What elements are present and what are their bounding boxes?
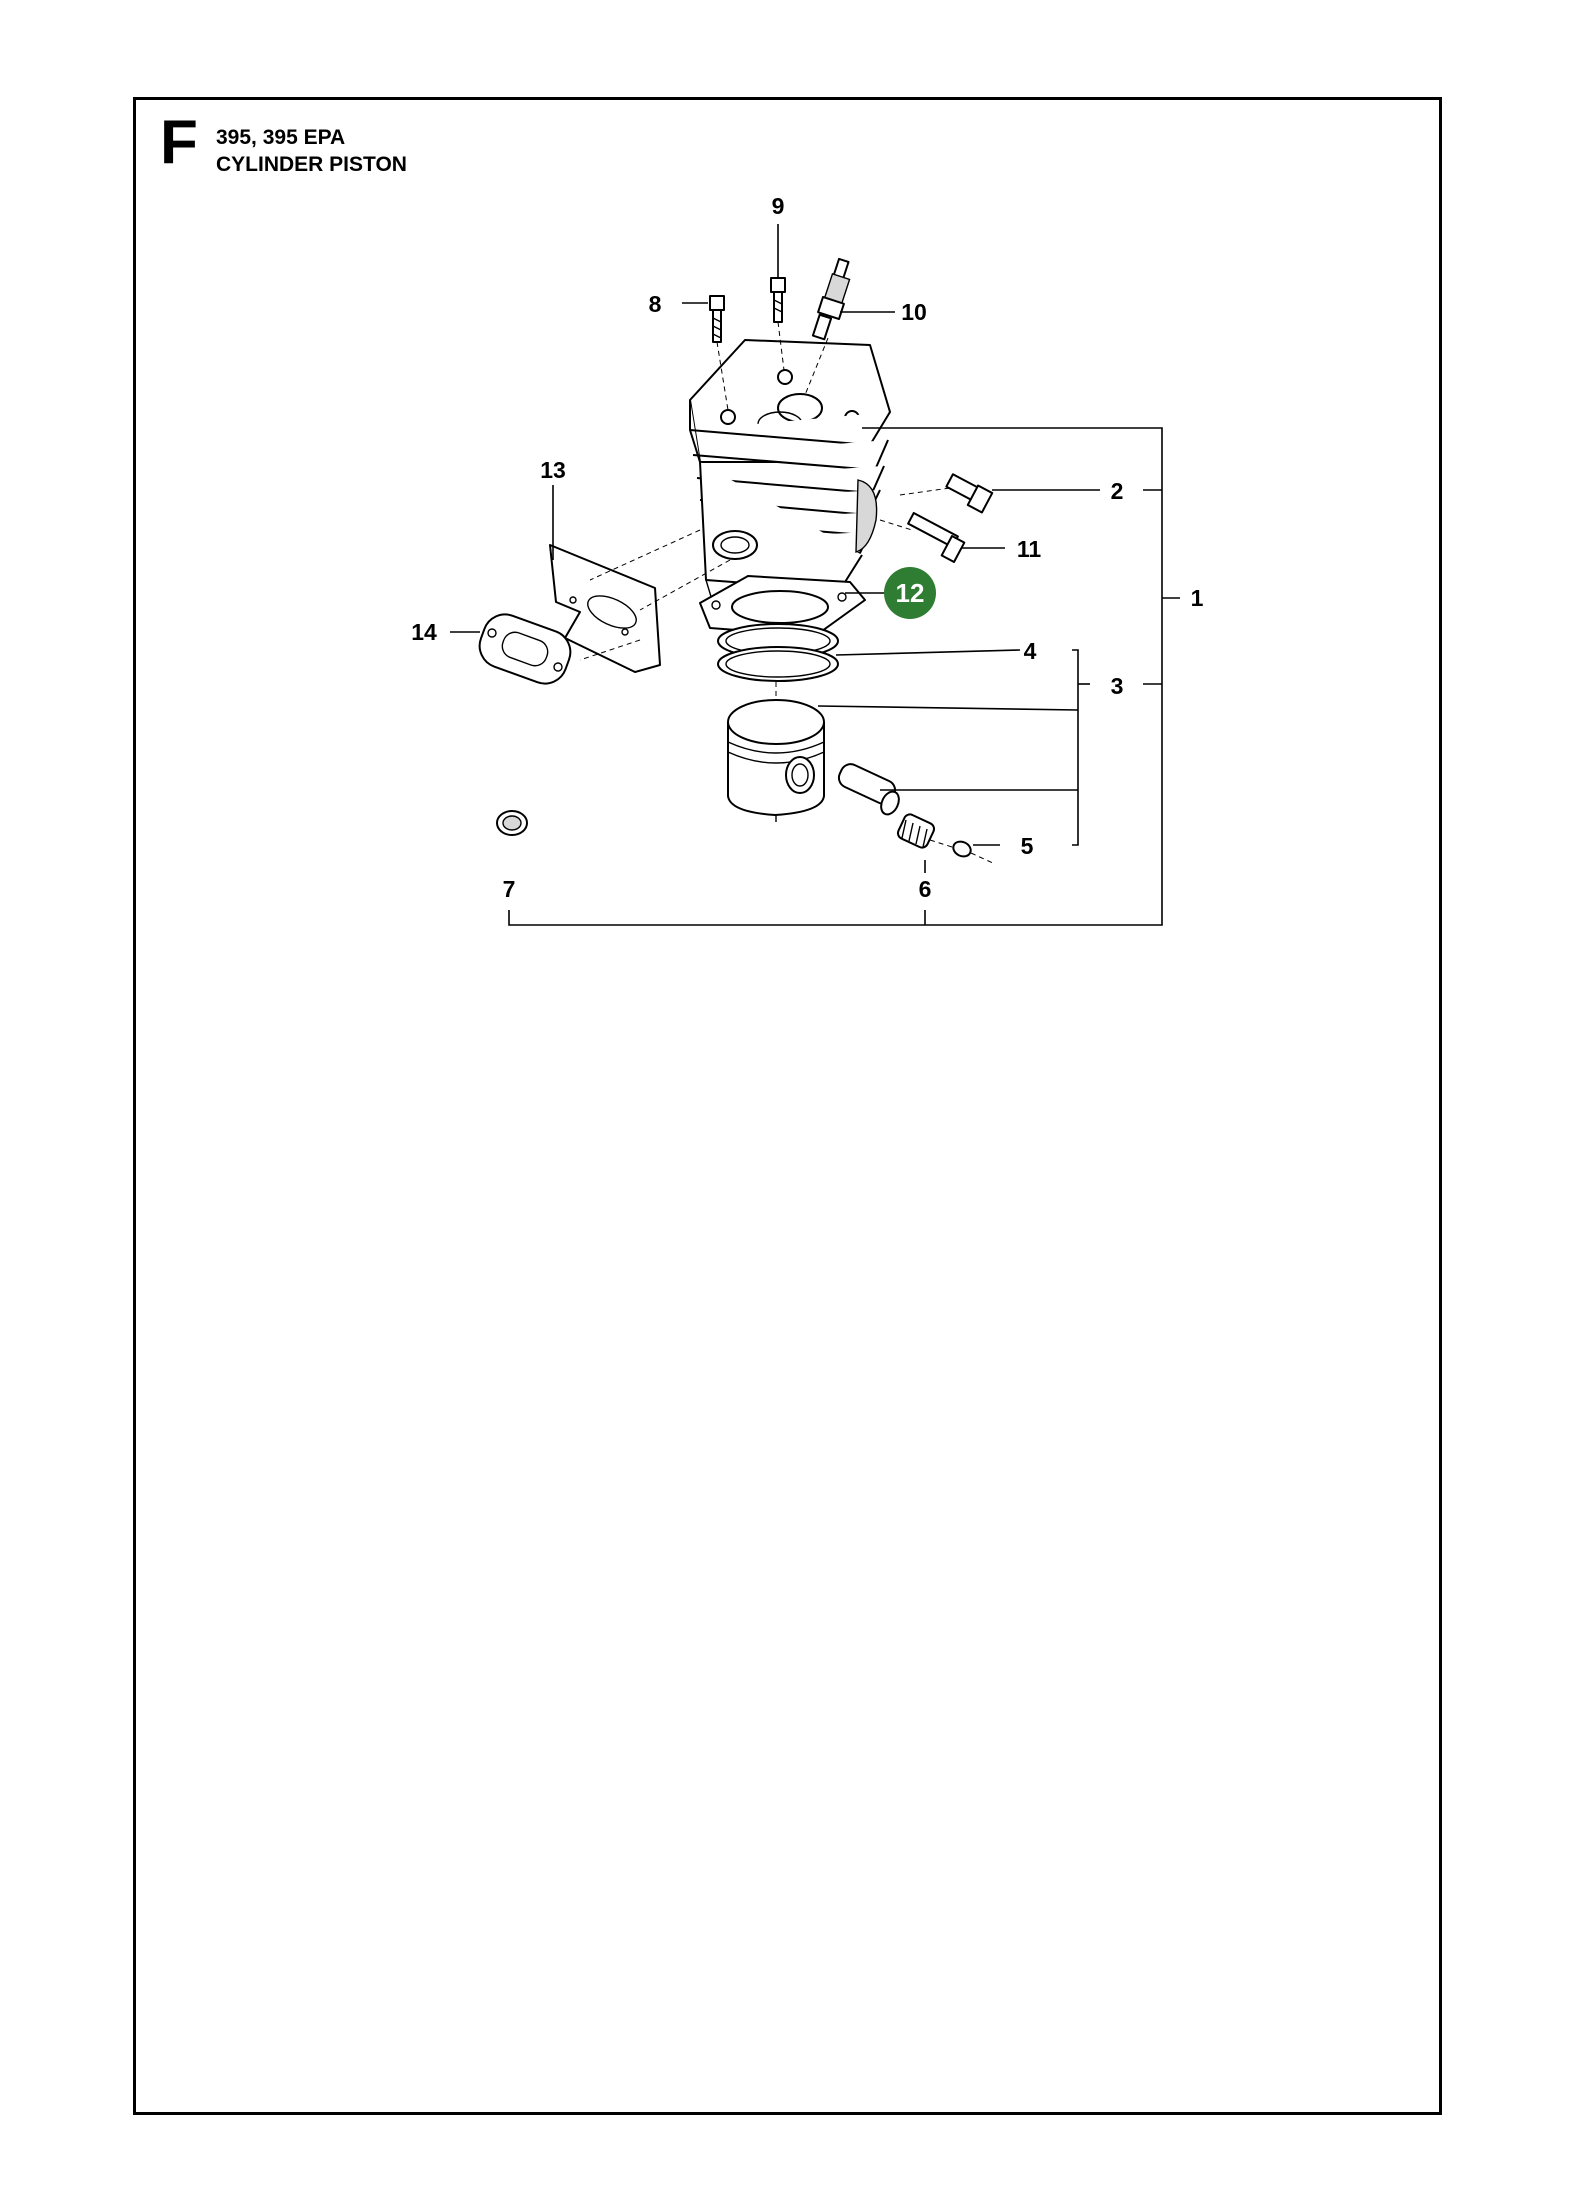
decompression-valve-2-drawing: [945, 473, 994, 514]
needle-bearing-6-drawing: [896, 813, 936, 849]
callout-12-highlight: 12: [884, 567, 936, 619]
plug-7-drawing: [496, 810, 528, 836]
page-frame: [133, 97, 1442, 2115]
model-name: 395, 395 EPA: [216, 126, 346, 149]
spark-plug-10-drawing: [811, 257, 851, 341]
section-letter: F: [160, 108, 198, 177]
cylinder-drawing: [689, 339, 891, 609]
circlip-5-drawing: [952, 840, 972, 858]
callout-5: 5: [1021, 833, 1034, 859]
callout-3: 3: [1111, 673, 1124, 699]
callout-labels: 8 9 10 2 11 1 4 3 5 6 7 13 14 12: [411, 193, 1203, 902]
callout-1: 1: [1191, 585, 1204, 611]
callout-4: 4: [1024, 638, 1037, 664]
callout-11: 11: [1017, 536, 1042, 562]
screw-9-drawing: [770, 277, 786, 323]
callout-10: 10: [901, 299, 927, 325]
callout-6: 6: [919, 876, 932, 902]
callout-12: 12: [896, 578, 925, 608]
screw-8-drawing: [709, 295, 725, 343]
callout-7: 7: [503, 876, 516, 902]
callout-9: 9: [772, 193, 785, 219]
callout-2: 2: [1111, 478, 1124, 504]
callout-13: 13: [540, 457, 566, 483]
highlight-badge: [884, 567, 936, 619]
piston-3-drawing: [727, 699, 825, 822]
assembly-guide-lines: [579, 321, 996, 865]
piston-rings-4-drawing: [717, 623, 839, 682]
callout-8: 8: [649, 291, 662, 317]
page-title: CYLINDER PISTON: [216, 153, 407, 176]
exhaust-gasket-14-drawing: [478, 613, 572, 685]
cylinder-gasket-12-drawing: [699, 575, 866, 637]
leader-lines: [450, 224, 1180, 926]
callout-14: 14: [411, 619, 437, 645]
piston-pin-drawing: [837, 763, 900, 816]
bolt-11-drawing: [907, 511, 966, 563]
